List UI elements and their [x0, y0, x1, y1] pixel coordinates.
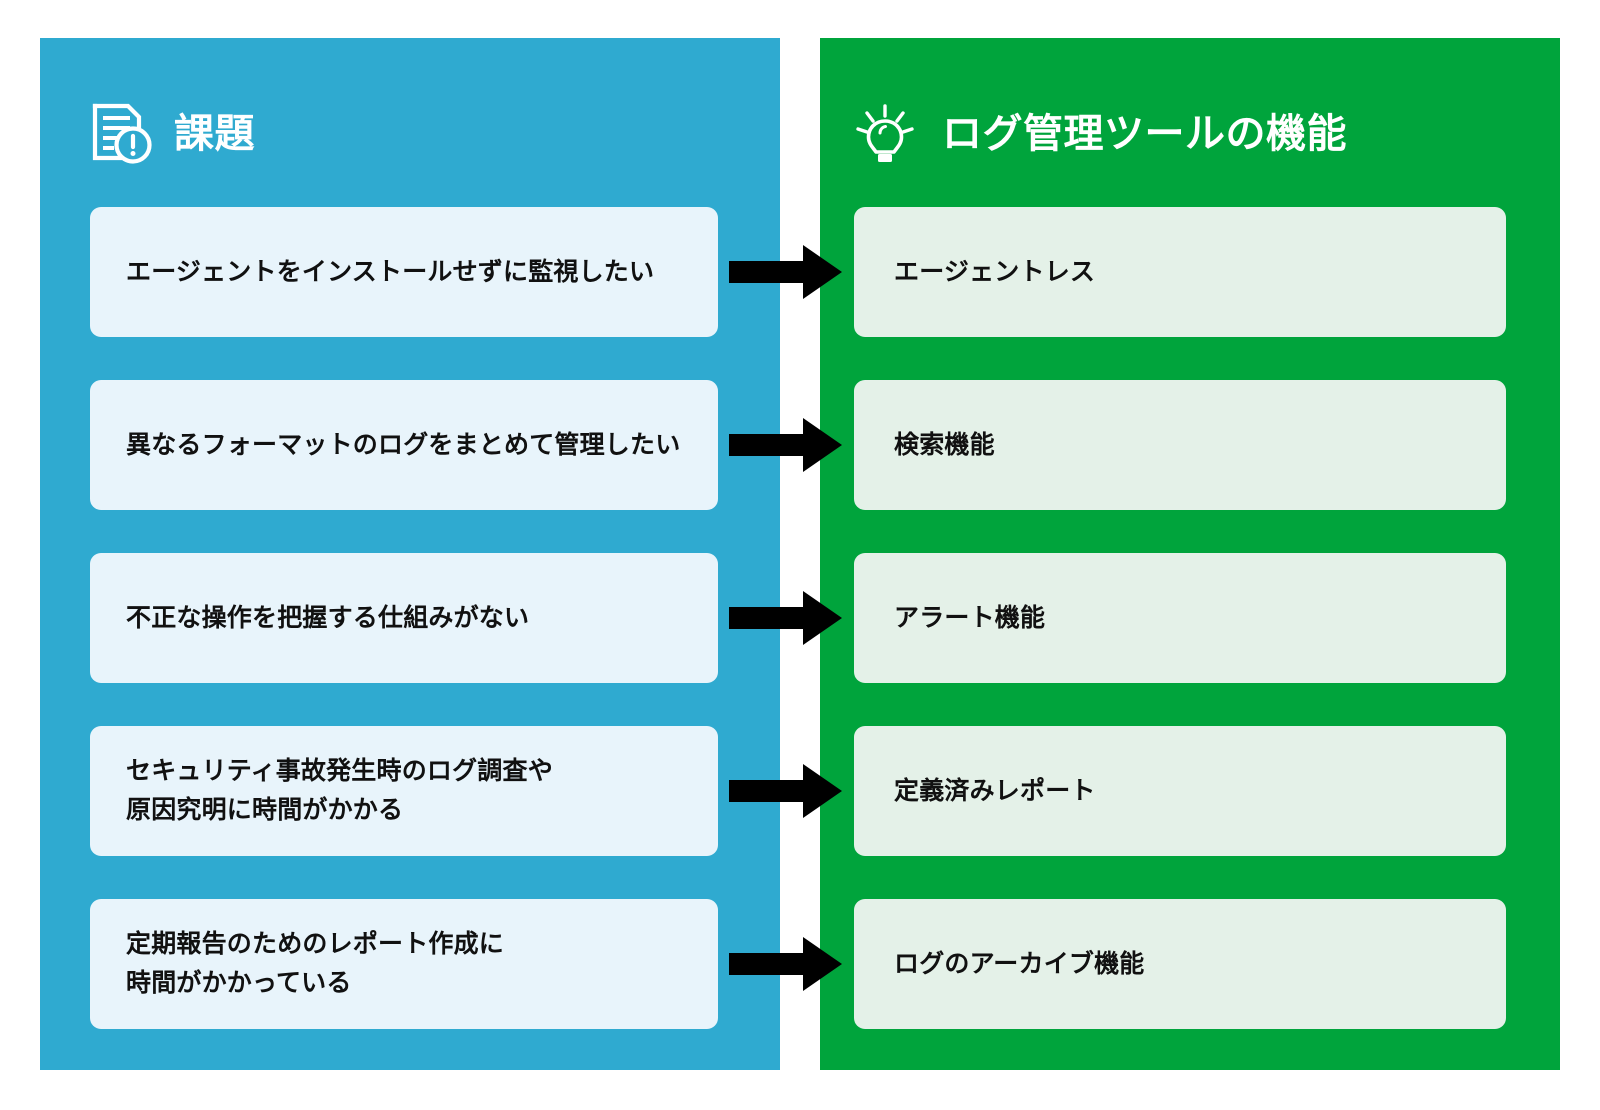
challenges-panel: 課題 エージェントをインストールせずに監視したい 異なるフォーマットのログをまと… [40, 38, 780, 1070]
document-alert-icon [92, 103, 152, 164]
challenge-card[interactable]: 不正な操作を把握する仕組みがない [90, 553, 718, 683]
feature-card[interactable]: ログのアーカイブ機能 [854, 899, 1506, 1029]
challenge-card[interactable]: エージェントをインストールせずに監視したい [90, 207, 718, 337]
feature-card-label: エージェントレス [894, 257, 1096, 286]
challenge-card[interactable]: 定期報告のためのレポート作成に 時間がかかっている [90, 899, 718, 1029]
feature-card-label: 定義済みレポート [894, 776, 1096, 805]
features-card-list: エージェントレス 検索機能 アラート機能 定義済みレポート ログのアーカイブ機能 [854, 207, 1506, 1029]
feature-card[interactable]: 検索機能 [854, 380, 1506, 510]
features-panel-title: ログ管理ツールの機能 [942, 112, 1347, 156]
challenge-card-label: 定期報告のためのレポート作成に 時間がかかっている [126, 930, 505, 997]
feature-card[interactable]: エージェントレス [854, 207, 1506, 337]
lightbulb-icon [856, 104, 914, 162]
features-panel-header: ログ管理ツールの機能 [854, 98, 1347, 170]
challenges-panel-header: 課題 [90, 98, 255, 170]
challenge-card[interactable]: セキュリティ事故発生時のログ調査や 原因究明に時間がかかる [90, 726, 718, 856]
challenges-card-list: エージェントをインストールせずに監視したい 異なるフォーマットのログをまとめて管… [90, 207, 718, 1029]
feature-card[interactable]: 定義済みレポート [854, 726, 1506, 856]
feature-card-label: 検索機能 [894, 430, 995, 459]
challenge-card-label: エージェントをインストールせずに監視したい [126, 257, 655, 286]
challenge-card-label: セキュリティ事故発生時のログ調査や 原因究明に時間がかかる [126, 757, 553, 824]
feature-card-label: アラート機能 [894, 603, 1046, 632]
challenges-panel-title: 課題 [174, 112, 255, 156]
challenge-card-label: 異なるフォーマットのログをまとめて管理したい [126, 430, 681, 459]
feature-card[interactable]: アラート機能 [854, 553, 1506, 683]
challenge-card-label: 不正な操作を把握する仕組みがない [126, 603, 530, 632]
feature-card-label: ログのアーカイブ機能 [894, 949, 1145, 978]
features-panel: ログ管理ツールの機能 エージェントレス 検索機能 アラート機能 定義済みレポート… [820, 38, 1560, 1070]
challenge-card[interactable]: 異なるフォーマットのログをまとめて管理したい [90, 380, 718, 510]
